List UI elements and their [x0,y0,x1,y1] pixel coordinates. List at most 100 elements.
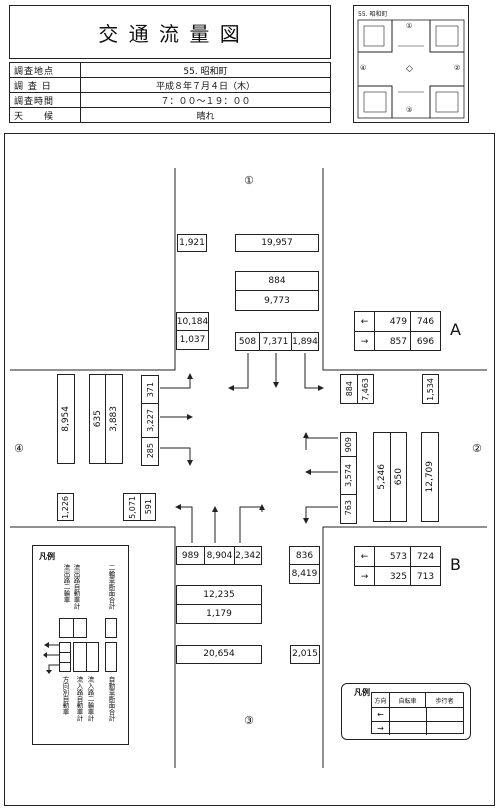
east-col-2: 650 [393,468,404,486]
legend-box-turn [59,642,71,672]
minimap-drawing [357,19,465,119]
crosswalk-a-table: ← 479 746 → 857 696 [354,311,441,351]
west-col-2: 635 [90,375,106,463]
legend-left: 凡例 流出路二輪車 流出路自動車計 二輪車断面合計 方向別自動車 流入路自動車計… [32,545,129,745]
legend-right: 凡例 方向 自転車 歩行者 ← → [341,683,471,740]
crosswalk-a-ped-left: 746 [416,316,435,327]
legend-two-wheel-section-total: 二輪車断面合計 [107,564,115,610]
south-right-lower: 8,419 [291,569,318,579]
legend-vehicle-section-total: 自動車断面合計 [107,676,115,722]
legend-arrow-left: ← [372,708,390,721]
crosswalk-a-label: A [450,320,461,339]
east-col-1: 5,246 [374,433,391,521]
west-col-pair: 635 3,883 [89,374,123,464]
west-bottom-left: 1,226 [57,493,74,521]
crosswalk-a-ped-right: 696 [416,336,435,347]
north-cross-vehicles: 9,773 [264,295,290,306]
crosswalk-b-bike-left: 573 [375,547,411,566]
south-turn-box: 989 8,904 2,342 [176,546,262,565]
legend-header-bicycle: 自転車 [390,693,426,707]
crosswalk-a-arrow-left: ← [355,312,375,331]
west-bottom-pair: 5,071 591 [123,493,156,521]
crosswalk-b-ped-left: 724 [416,551,435,562]
legend-right-title: 凡例 [354,688,370,697]
north-left-upper: 10,184 [177,313,208,331]
crosswalk-b-arrow-right: → [355,567,375,586]
crosswalk-b-bike-right: 325 [375,567,411,586]
location-minimap: 55. 昭和町 ① ② ③ ④ ◇ [353,5,469,123]
west-col-3: 3,883 [109,406,119,432]
north-turn-left: 508 [236,333,260,350]
legend-box-bottom-right [105,642,117,672]
north-left-box: 10,184 1,037 [176,312,209,350]
diagram-frame [4,133,495,806]
direction-south-label: ③ [244,714,254,727]
title-box: 交 通 流 量 図 [9,5,331,59]
north-turn-right: 1,894 [292,336,318,347]
west-col-1: 8,954 [57,374,75,464]
legend-directional-vehicles: 方向別自動車 [61,676,69,715]
legend-box-top-right [105,618,117,638]
legend-inflow-two-wheel-total: 流入路二輪車計 [86,676,94,722]
east-turn-box: 909 3,574 763 [340,432,357,524]
crosswalk-b-label: B [450,555,461,574]
north-cross-two-wheel: 884 [236,272,318,291]
direction-west-label: ④ [14,442,24,455]
legend-header-pedestrian: 歩行者 [435,697,454,705]
south-cross-box: 12,235 1,179 [176,585,262,624]
crosswalk-b-table: ← 573 724 → 325 713 [354,546,441,586]
south-bottom: 20,654 [176,645,262,664]
west-turn-left: 285 [145,443,155,459]
west-turn-right: 371 [142,376,158,404]
north-turn-straight: 7,371 [260,333,292,350]
east-top-pair: 884 7,463 [340,374,374,404]
legend-left-title: 凡例 [39,552,55,561]
west-turn-straight: 3,227 [142,404,158,438]
info-value: 晴れ [80,107,331,123]
south-turn-straight: 8,904 [205,547,235,564]
south-cross-two-wheel: 1,179 [206,609,232,619]
south-turn-left: 989 [177,547,205,564]
south-right-upper: 836 [290,547,319,565]
minimap-label-east: ② [454,64,461,72]
crosswalk-a-bike-right: 857 [375,332,411,351]
legend-inflow-vehicle-total: 流入路自動車計 [75,676,83,722]
east-col-3: 12,709 [421,432,439,522]
south-right-box: 836 8,419 [289,546,320,584]
west-turn-box: 371 3,227 285 [141,375,159,466]
legend-arrows-icon [43,642,59,674]
legend-outflow-vehicle-total: 流出路自動車計 [72,564,80,610]
east-top-right: 1,534 [422,374,439,404]
legend-outflow-two-wheel: 流出路二輪車 [62,564,70,603]
crosswalk-b-ped-right: 713 [416,571,435,582]
legend-right-table: 方向 自転車 歩行者 ← → [371,692,464,735]
crosswalk-a-bike-left: 479 [375,312,411,331]
crosswalk-a-arrow-right: → [355,332,375,351]
crosswalk-b-arrow-left: ← [355,547,375,566]
minimap-label-north: ① [406,22,413,30]
legend-header-direction: 方向 [372,693,390,707]
legend-box-inflow-pair [73,642,99,672]
legend-arrow-right: → [372,722,390,735]
east-top-pair-1: 884 [341,375,358,403]
south-bottom-right: 2,015 [290,645,320,664]
north-cross-box: 884 9,773 [235,271,319,311]
north-left-lower: 1,037 [179,335,206,345]
minimap-label-west: ④ [360,64,367,72]
north-outbound-total: 19,957 [235,234,319,252]
direction-east-label: ② [472,442,482,455]
minimap-label: 55. 昭和町 [358,11,388,18]
legend-box-top-pair [59,618,87,638]
minimap-diamond: ◇ [406,64,413,74]
east-turn-straight: 3,574 [341,457,356,495]
west-bottom-pair-1: 5,071 [124,494,141,520]
east-turn-upper: 909 [341,433,356,457]
west-bottom-pair-2: 591 [143,499,153,515]
east-top-pair-2: 7,463 [361,377,370,401]
south-turn-right: 2,342 [235,550,261,561]
minimap-label-south: ③ [406,106,413,114]
east-turn-lower: 763 [344,500,353,516]
page-title: 交 通 流 量 図 [98,21,242,46]
survey-info-table: 調査地点 55. 昭和町 調 査 日 平成８年７月４日（木） 調査時間 ７：００… [9,62,331,123]
